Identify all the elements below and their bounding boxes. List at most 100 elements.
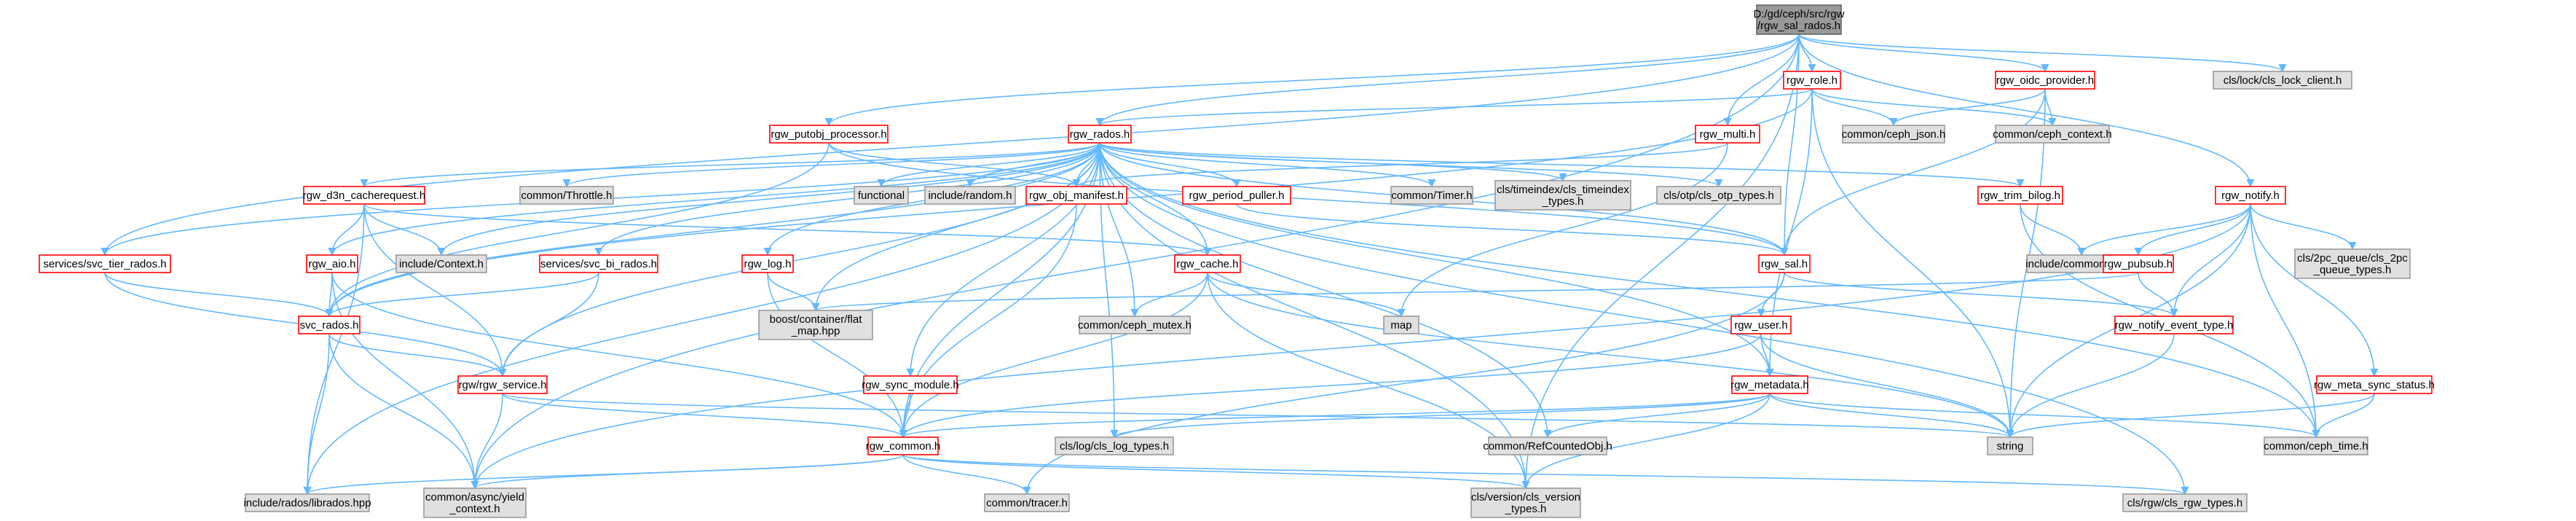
node-label: rgw_d3n_cacherequest.h [303,189,425,202]
node-box [769,125,889,144]
edge-rgw_service-to-string [502,393,2014,439]
node-label: rgw_role.h [1787,74,1838,87]
node-label: /rgw_sal_rados.h [1757,20,1840,32]
node-label: rgw_common.h [866,440,941,453]
node-box [984,493,1070,512]
node-label: common/ceph_mutex.h [1078,319,1192,332]
node-box [1656,186,1781,205]
node-rgw-role[interactable]: rgw_role.h [1783,71,1841,90]
node-obj-manifest[interactable]: rgw_obj_manifest.h [1025,186,1127,205]
node-box [1494,180,1631,211]
edge-obj_manifest-to-rgw_common [899,203,1077,439]
edge-rgw_rados-to-trim_bilog [1099,142,2025,188]
edge-rgw_role-to-rgw_rados [1095,88,1813,127]
node-box [1174,254,1241,273]
node-label: rgw_aio.h [308,258,355,270]
node-rgw-multi[interactable]: rgw_multi.h [1695,125,1760,144]
node-label: rgw_user.h [1734,319,1787,332]
node-root[interactable]: D:/gd/ceph/src/rgw/rgw_sal_rados.h [1753,4,1845,35]
node-label: rgw_sync_module.h [862,379,958,391]
edge-rgw_putobj-to-rgw_sal [828,142,1789,256]
edge-rgw_rados-to-refcounted [1099,142,1552,439]
edge-rgw_rados-to-timer [1099,142,1436,188]
node-period-puller[interactable]: rgw_period_puller.h [1182,186,1291,205]
node-box [2114,316,2234,334]
edge-rgw_role-to-string [1811,88,2014,439]
edge-rgw_metadata-to-cls_log [1110,393,1770,439]
node-box [867,436,939,455]
edge-d3n-to-rgw_aio [328,203,365,256]
node-label: include/rados/librados.hpp [243,497,371,509]
node-otp: cls/otp/cls_otp_types.h [1656,186,1781,205]
node-rgw-service[interactable]: rgw/rgw_service.h [457,375,548,394]
node-rgw-user[interactable]: rgw_user.h [1730,316,1792,334]
node-label: rgw_trim_bilog.h [1980,189,2060,202]
node-label: cls/otp/cls_otp_types.h [1663,189,1774,202]
node-box [854,186,909,205]
node-box [39,254,171,273]
node-rgw-notify[interactable]: rgw_notify.h [2215,186,2286,205]
node-refcounted: common/RefCountedObj.h [1483,436,1612,455]
node-svc-rados[interactable]: svc_rados.h [298,316,361,334]
node-notify-event[interactable]: rgw_notify_event_type.h [2114,316,2234,334]
edge-rgw_role-to-ceph_context [1811,88,2057,127]
node-rgw-putobj[interactable]: rgw_putobj_processor.h [769,125,889,144]
node-d3n[interactable]: rgw_d3n_cacherequest.h [303,186,425,205]
node-svc-bi[interactable]: services/svc_bi_rados.h [539,254,658,273]
edge-root-to-rgw_putobj [824,34,1800,127]
node-string: string [1987,436,2033,455]
node-cls-2pc: cls/2pc_queue/cls_2pc_queue_types.h [2294,248,2411,279]
edge-rgw_pubsub-to-notify_event [2138,272,2178,318]
node-label: common/async/yield [425,491,524,504]
edge-rgw_cache-to-rgw_common [899,272,1208,439]
node-box [539,254,658,273]
node-label: rgw_meta_sync_status.h [2314,379,2435,391]
node-trim-bilog[interactable]: rgw_trim_bilog.h [1977,186,2063,205]
edge-root-to-rgw_rados [1095,34,1800,127]
node-sync-module[interactable]: rgw_sync_module.h [862,375,959,394]
node-label: rgw_cache.h [1176,258,1238,270]
node-rgw-cache[interactable]: rgw_cache.h [1174,254,1241,273]
node-box [1695,125,1760,144]
edge-rgw_rados-to-librados [303,142,1100,495]
node-label: functional [858,189,905,202]
edge-rgw_cache-to-string [1207,272,2014,439]
edge-rgw_putobj-to-obj_manifest [828,142,1081,188]
node-rgw-aio[interactable]: rgw_aio.h [306,254,358,273]
node-label: include/Context.h [399,258,484,270]
node-rgw-metadata[interactable]: rgw_metadata.h [1730,375,1809,394]
node-rgw-sal[interactable]: rgw_sal.h [1758,254,1811,273]
node-rgw-common[interactable]: rgw_common.h [866,436,941,455]
node-box [1842,125,1945,144]
edge-rgw_common-to-tracer [902,454,1031,495]
node-label: rgw_oidc_provider.h [1996,74,2094,87]
node-cls-rgw-types: cls/rgw/cls_rgw_types.h [2122,493,2248,512]
node-rgw-rados[interactable]: rgw_rados.h [1068,125,1132,144]
node-label: services/svc_tier_rados.h [43,258,166,270]
node-box [1758,254,1811,273]
edge-svc_rados-to-librados [303,333,330,495]
edge-rgw_pubsub-to-flat_map [812,272,2139,312]
node-ceph-mutex: common/ceph_mutex.h [1078,316,1192,334]
edge-rgw_rados-to-otp [1099,142,1723,188]
edge-root-to-cls_version [1521,34,1800,490]
node-rgw-log[interactable]: rgw_log.h [741,254,794,273]
edge-rgw_putobj-to-svc_rados [325,142,830,318]
edge-rgw_common-to-async_yield [470,454,904,490]
node-label: _context.h [449,503,500,515]
node-rgw-pubsub[interactable]: rgw_pubsub.h [2103,254,2174,273]
node-label: _types.h [1505,503,1547,515]
node-meta-sync[interactable]: rgw_meta_sync_status.h [2314,375,2435,394]
node-svc-tier[interactable]: services/svc_tier_rados.h [39,254,171,273]
edge-rgw_notify-to-notify_event [2170,203,2251,318]
node-label: common/ceph_time.h [2264,440,2368,453]
node-box [1995,71,2095,90]
node-rgw-oidc[interactable]: rgw_oidc_provider.h [1995,71,2095,90]
node-box [1995,125,2110,144]
node-layer: D:/gd/ceph/src/rgw/rgw_sal_rados.h rgw_ro… [39,4,2435,518]
node-box [1079,316,1191,334]
node-box [1025,186,1127,205]
edge-rgw_service-to-async_yield [470,393,503,490]
edge-rgw_metadata-to-rgw_common [899,393,1770,439]
